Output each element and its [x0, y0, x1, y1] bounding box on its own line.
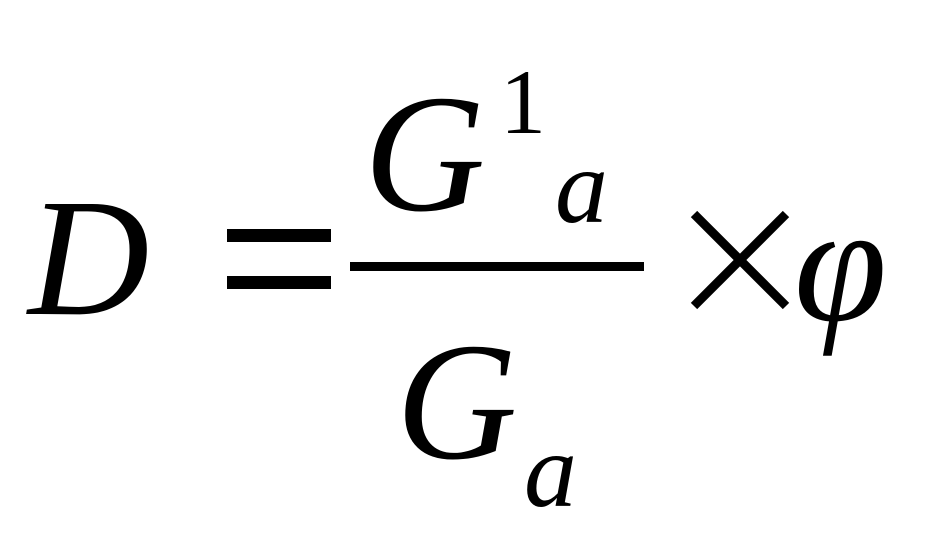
denominator-base: G [396, 309, 518, 495]
equals-sign-icon-lower-bar [227, 276, 331, 289]
denominator-subscript: a [524, 412, 577, 529]
multiplier-phi: φ [794, 171, 887, 357]
numerator-subscript: a [555, 128, 608, 245]
equals-sign-icon [227, 229, 331, 242]
numerator-base: G [364, 61, 486, 247]
numerator-superscript: 1 [500, 51, 546, 153]
multiply-sign-icon [690, 210, 790, 310]
fraction-bar [350, 262, 644, 271]
formula-lhs: D [28, 165, 150, 351]
